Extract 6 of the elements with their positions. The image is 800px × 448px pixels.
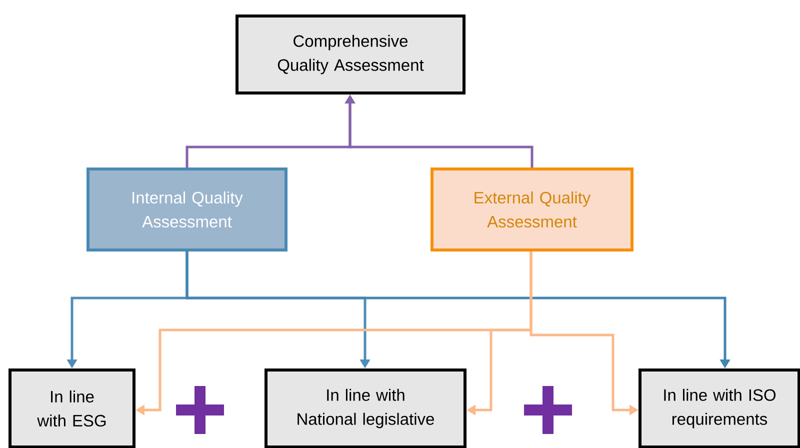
process-box: Internal Quality Assessment xyxy=(86,168,288,252)
process-box: External Quality Assessment xyxy=(430,168,634,252)
process-box: Comprehensive Quality Assessment xyxy=(236,14,466,94)
process-box: In line with ISO requirements xyxy=(638,368,800,448)
process-box: In line with National legislative xyxy=(264,368,466,448)
process-box: In line with ESG xyxy=(8,368,136,448)
